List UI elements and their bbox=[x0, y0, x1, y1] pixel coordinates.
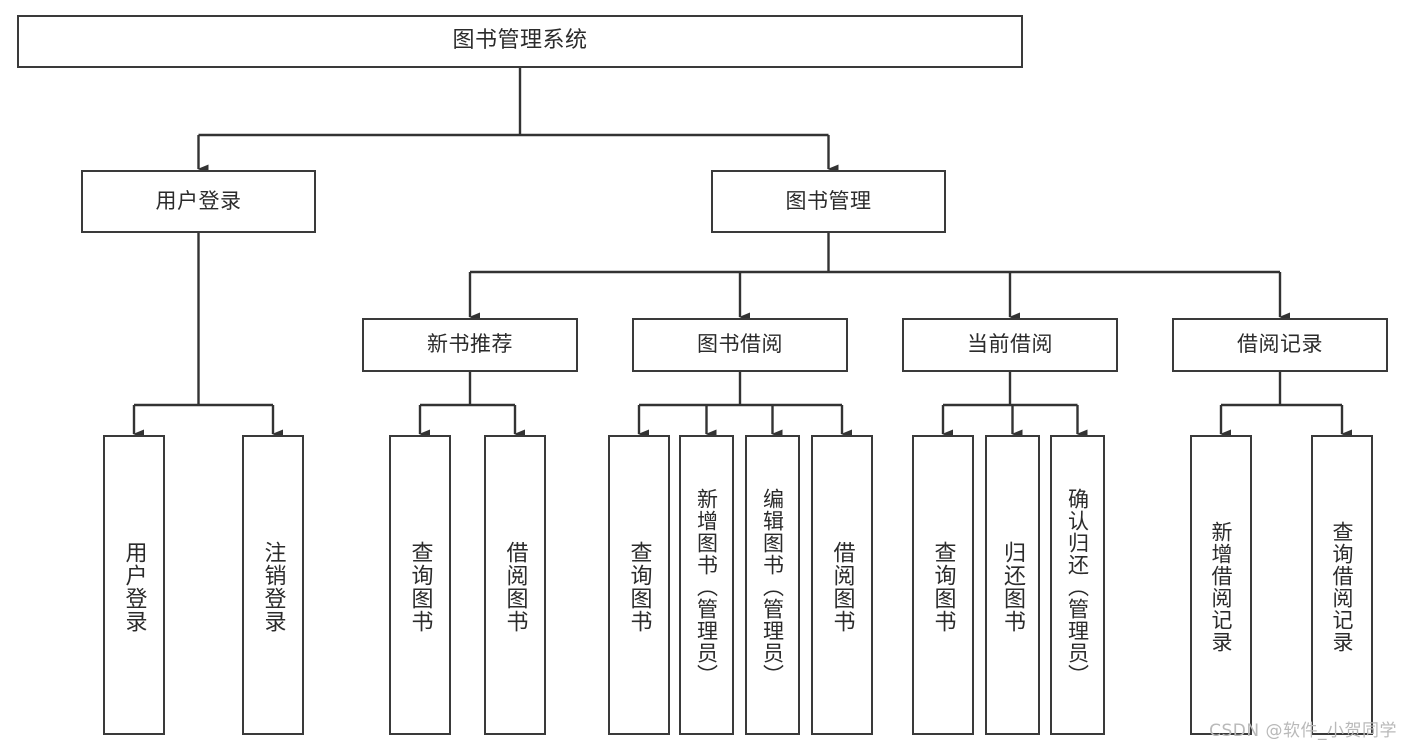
node-leaf-query-book-3-label: 查询图书 bbox=[930, 541, 956, 633]
node-leaf-confirm-return[interactable]: 确认归还（管理员） bbox=[1050, 435, 1105, 735]
node-current-borrow-label: 当前借阅 bbox=[967, 332, 1053, 357]
node-book-manage[interactable]: 图书管理 bbox=[711, 170, 946, 233]
node-leaf-return-book-label: 归还图书 bbox=[1000, 541, 1026, 633]
node-leaf-user-login-label: 用户登录 bbox=[121, 541, 147, 633]
node-user-login[interactable]: 用户登录 bbox=[81, 170, 316, 233]
node-root[interactable]: 图书管理系统 bbox=[17, 15, 1023, 68]
node-borrow-record[interactable]: 借阅记录 bbox=[1172, 318, 1388, 372]
node-leaf-add-record-label: 新增借阅记录 bbox=[1209, 521, 1234, 653]
node-leaf-query-record-label: 查询借阅记录 bbox=[1330, 521, 1355, 653]
node-leaf-return-book[interactable]: 归还图书 bbox=[985, 435, 1040, 735]
node-leaf-query-book-3[interactable]: 查询图书 bbox=[912, 435, 974, 735]
node-book-borrow[interactable]: 图书借阅 bbox=[632, 318, 848, 372]
node-leaf-add-book-label: 新增图书（管理员） bbox=[694, 488, 719, 686]
node-leaf-add-book[interactable]: 新增图书（管理员） bbox=[679, 435, 734, 735]
node-leaf-query-book-2-label: 查询图书 bbox=[626, 541, 652, 633]
node-current-borrow[interactable]: 当前借阅 bbox=[902, 318, 1118, 372]
node-leaf-logout[interactable]: 注销登录 bbox=[242, 435, 304, 735]
node-root-label: 图书管理系统 bbox=[452, 28, 588, 54]
node-leaf-edit-book[interactable]: 编辑图书（管理员） bbox=[745, 435, 800, 735]
node-leaf-borrow-book-2[interactable]: 借阅图书 bbox=[811, 435, 873, 735]
node-leaf-query-book-2[interactable]: 查询图书 bbox=[608, 435, 670, 735]
node-leaf-user-login[interactable]: 用户登录 bbox=[103, 435, 165, 735]
node-leaf-edit-book-label: 编辑图书（管理员） bbox=[760, 488, 785, 686]
node-new-book-recommend-label: 新书推荐 bbox=[427, 332, 513, 357]
node-leaf-borrow-book-1-label: 借阅图书 bbox=[502, 541, 528, 633]
node-book-manage-label: 图书管理 bbox=[785, 188, 872, 213]
node-leaf-query-book-1-label: 查询图书 bbox=[407, 541, 433, 633]
node-book-borrow-label: 图书借阅 bbox=[697, 332, 783, 357]
node-leaf-add-record[interactable]: 新增借阅记录 bbox=[1190, 435, 1252, 735]
node-leaf-borrow-book-2-label: 借阅图书 bbox=[829, 541, 855, 633]
node-borrow-record-label: 借阅记录 bbox=[1237, 332, 1323, 357]
node-leaf-borrow-book-1[interactable]: 借阅图书 bbox=[484, 435, 546, 735]
node-leaf-confirm-return-label: 确认归还（管理员） bbox=[1065, 488, 1090, 686]
node-new-book-recommend[interactable]: 新书推荐 bbox=[362, 318, 578, 372]
watermark: CSDN @软件_小贺同学 bbox=[1209, 721, 1397, 741]
node-user-login-label: 用户登录 bbox=[155, 188, 242, 213]
node-leaf-query-book-1[interactable]: 查询图书 bbox=[389, 435, 451, 735]
node-leaf-query-record[interactable]: 查询借阅记录 bbox=[1311, 435, 1373, 735]
node-leaf-logout-label: 注销登录 bbox=[260, 541, 286, 633]
